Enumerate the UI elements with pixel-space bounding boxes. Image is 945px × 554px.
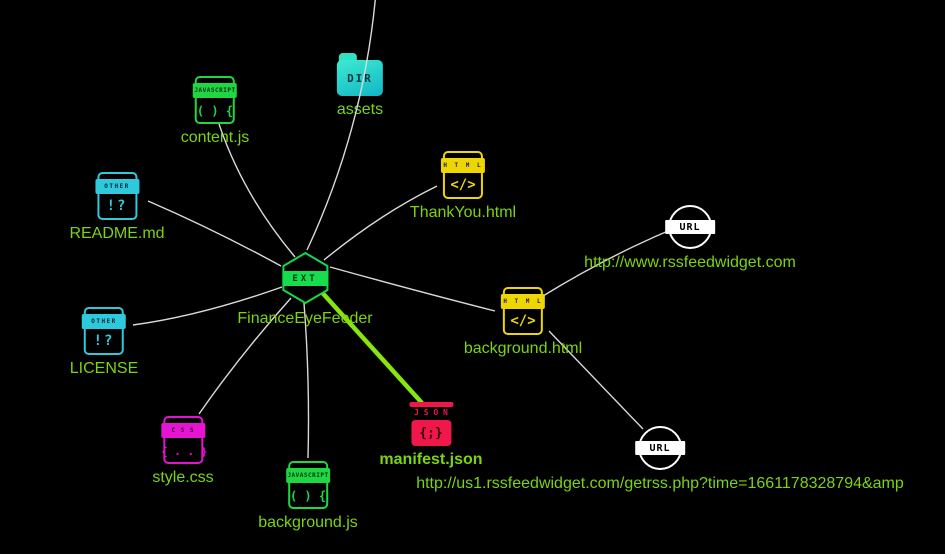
icon-band-label: DIR bbox=[347, 71, 373, 85]
edge-ext-content-js bbox=[218, 123, 296, 258]
css-file-icon: C S S { . . } bbox=[161, 416, 208, 464]
icon-glyph: </> bbox=[450, 177, 476, 193]
node-label: assets bbox=[336, 101, 384, 118]
node-style-css[interactable]: C S S { . . } style.css bbox=[152, 416, 214, 487]
icon-band-label: URL bbox=[664, 220, 715, 234]
node-url-2[interactable]: URL http://us1.rssfeedwidget.com/getrss.… bbox=[416, 426, 904, 493]
other-file-icon: OTHER !? bbox=[95, 172, 139, 220]
edge-background-html-url-1 bbox=[542, 227, 676, 297]
node-assets[interactable]: DIR assets bbox=[337, 52, 383, 119]
node-label: content.js bbox=[180, 129, 250, 146]
icon-band-label: JAVASCRIPT bbox=[192, 83, 237, 98]
node-url-1[interactable]: URL http://www.rssfeedwidget.com bbox=[584, 205, 796, 272]
ext-badge: EXT bbox=[282, 271, 328, 286]
edge-ext-readme-md bbox=[147, 200, 282, 267]
javascript-file-icon: JAVASCRIPT ( ) { bbox=[192, 76, 237, 124]
node-label: background.html bbox=[463, 340, 583, 357]
other-file-icon: OTHER !? bbox=[82, 307, 126, 355]
json-icon-topbar bbox=[408, 402, 453, 407]
icon-glyph: !? bbox=[93, 333, 115, 349]
node-license[interactable]: OTHER !? LICENSE bbox=[70, 307, 138, 378]
url-icon: URL bbox=[634, 426, 685, 470]
node-ext-root[interactable]: EXT FinanceEyeFeeder bbox=[237, 251, 373, 328]
node-label: http://us1.rssfeedwidget.com/getrss.php?… bbox=[416, 475, 904, 492]
javascript-file-icon: JAVASCRIPT ( ) { bbox=[286, 461, 330, 509]
node-background-js[interactable]: JAVASCRIPT ( ) { background.js bbox=[258, 461, 358, 532]
node-label: README.md bbox=[69, 225, 165, 242]
node-label: http://www.rssfeedwidget.com bbox=[584, 254, 796, 271]
icon-band-label: OTHER bbox=[95, 179, 139, 194]
edge-ext-manifest-json-highlighted bbox=[316, 286, 424, 405]
icon-band-label: URL bbox=[634, 441, 685, 455]
directory-icon: DIR bbox=[337, 52, 383, 96]
node-thankyou-html[interactable]: H T M L </> ThankYou.html bbox=[410, 151, 516, 222]
node-label: manifest.json bbox=[379, 451, 483, 468]
icon-glyph: !? bbox=[106, 198, 128, 214]
node-label: ThankYou.html bbox=[409, 204, 517, 221]
node-background-html[interactable]: H T M L </> background.html bbox=[464, 287, 582, 358]
icon-glyph: {;} bbox=[410, 420, 451, 446]
icon-band-label: H T M L bbox=[500, 294, 545, 309]
node-manifest-json[interactable]: J S O N {;} manifest.json bbox=[379, 402, 483, 469]
extension-root-icon: EXT bbox=[280, 251, 330, 305]
node-label: FinanceEyeFeeder bbox=[237, 310, 373, 327]
url-icon: URL bbox=[664, 205, 715, 249]
edge-ext-license bbox=[132, 286, 283, 326]
icon-glyph: ( ) { bbox=[289, 489, 327, 503]
html-file-icon: H T M L </> bbox=[440, 151, 485, 199]
node-content-js[interactable]: JAVASCRIPT ( ) { content.js bbox=[181, 76, 249, 147]
icon-band-label: JAVASCRIPT bbox=[286, 468, 330, 483]
node-label: background.js bbox=[258, 514, 358, 531]
edge-ext-background-js bbox=[303, 302, 310, 459]
icon-band-label: J S O N bbox=[414, 408, 448, 417]
icon-band-label: H T M L bbox=[440, 158, 485, 173]
icon-glyph: </> bbox=[510, 313, 536, 329]
node-readme-md[interactable]: OTHER !? README.md bbox=[69, 172, 165, 243]
icon-band-label: OTHER bbox=[82, 314, 126, 329]
folder-body: DIR bbox=[337, 60, 383, 96]
node-label: style.css bbox=[152, 469, 214, 486]
edge-ext-style-css bbox=[198, 297, 292, 415]
node-label: LICENSE bbox=[69, 360, 139, 377]
json-file-icon: J S O N {;} bbox=[408, 402, 453, 446]
icon-glyph: { . . } bbox=[161, 445, 208, 458]
edge-ext-background-html bbox=[329, 266, 496, 312]
html-file-icon: H T M L </> bbox=[500, 287, 545, 335]
icon-glyph: ( ) { bbox=[196, 104, 234, 118]
icon-band-label: C S S bbox=[161, 423, 205, 438]
edge-background-html-url-2 bbox=[548, 330, 644, 430]
